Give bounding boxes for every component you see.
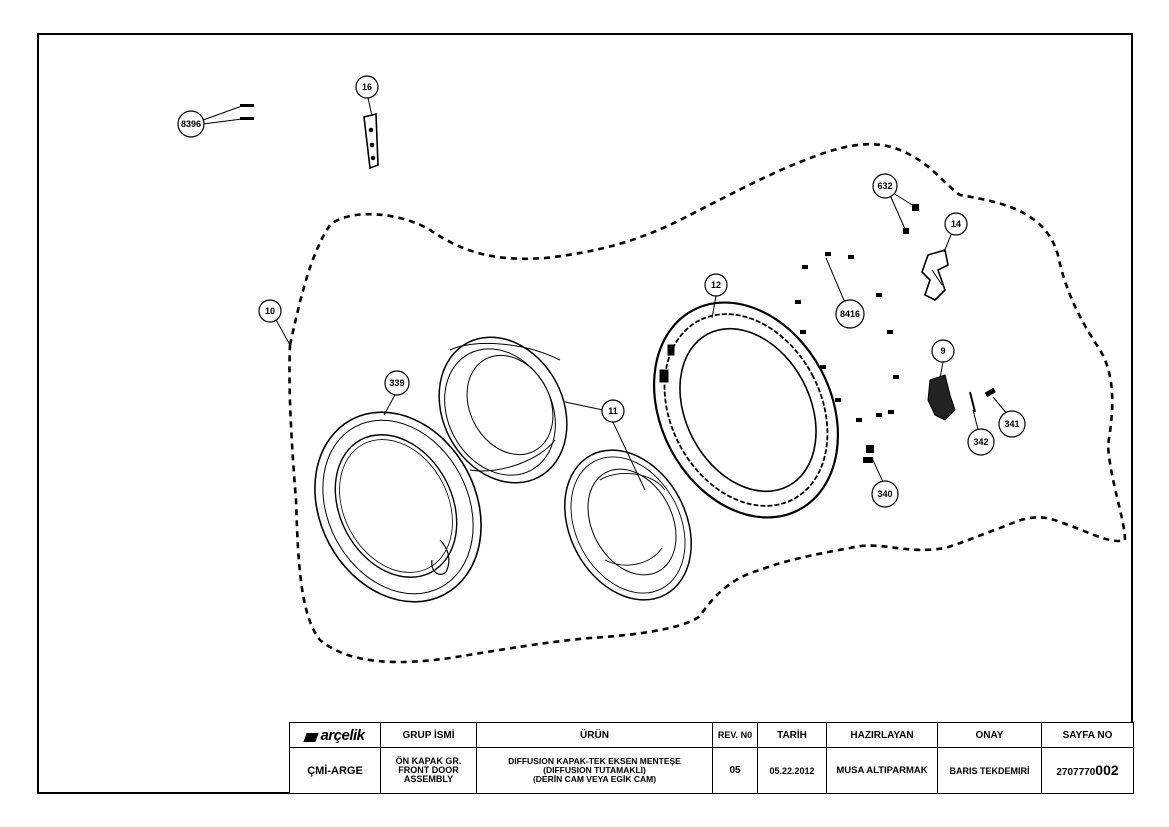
- callout-12: 12: [704, 273, 728, 297]
- callout-632: 632: [872, 173, 898, 199]
- header-product: ÜRÜN: [476, 721, 713, 749]
- header-group: GRUP İSMİ: [380, 721, 477, 749]
- leader-339: [383, 392, 397, 416]
- part-12-inner-frame: [652, 301, 840, 519]
- leader-12: [711, 295, 717, 319]
- leader-632: [889, 192, 915, 230]
- part-16-bracket: [363, 112, 379, 170]
- svg-text:341: 341: [1004, 419, 1019, 429]
- group-line-1: ÖN KAPAK GR.: [395, 756, 462, 767]
- date-value: 05.22.2012: [757, 747, 827, 794]
- screws-8416: [795, 252, 899, 422]
- header-date: TARİH: [757, 721, 827, 749]
- svg-text:12: 12: [711, 280, 721, 290]
- part-340-clip: [863, 445, 874, 463]
- leader-9: [939, 361, 944, 379]
- leader-8416: [825, 257, 847, 306]
- part-11-inner-glass: [438, 336, 568, 484]
- callout-341: 341: [998, 410, 1026, 438]
- svg-text:340: 340: [877, 489, 892, 499]
- leader-16: [367, 97, 373, 117]
- group-line-3: ASSEMBLY: [403, 774, 454, 785]
- header-approval: ONAY: [937, 721, 1042, 749]
- callout-16: 16: [355, 75, 379, 99]
- part-14-hinge: [921, 248, 949, 301]
- leader-11: [564, 401, 646, 491]
- header-rev: REV. N0: [712, 721, 758, 749]
- rev-value: 05: [712, 747, 758, 794]
- callout-340: 340: [871, 480, 899, 508]
- sheet-value: 2707770002: [1041, 747, 1134, 794]
- group-line-2: FRONT DOOR: [398, 765, 459, 776]
- part-8396-screws: [240, 104, 254, 120]
- svg-text:8416: 8416: [840, 309, 860, 319]
- group-value: ÖN KAPAK GR. FRONT DOOR ASSEMBLY: [380, 747, 477, 794]
- svg-text:16: 16: [362, 82, 372, 92]
- product-line-3: (DERİN CAM VEYA EGİK CAM): [532, 774, 657, 785]
- callout-8396: 8396: [177, 110, 205, 138]
- part-632-nuts: [903, 204, 919, 234]
- callout-11: 11: [601, 399, 625, 423]
- callout-9: 9: [931, 339, 955, 363]
- prepared-value: MUSA ALTIPARMAK: [826, 747, 938, 794]
- header-sheet: SAYFA NO: [1041, 721, 1134, 749]
- leader-340: [871, 457, 884, 483]
- callout-10: 10: [258, 299, 282, 323]
- sheet-number: 002: [1095, 761, 1119, 778]
- leader-341: [992, 396, 1009, 416]
- sheet-prefix: 2707770: [1056, 766, 1096, 778]
- part-339-door-frame: [314, 411, 482, 603]
- svg-text:14: 14: [951, 219, 961, 229]
- product-line-1: DIFFUSION KAPAK-TEK EKSEN MENTEŞE: [508, 756, 681, 767]
- department-value: ÇMİ-ARGE: [289, 747, 381, 794]
- company-logo: arçelik: [289, 721, 381, 749]
- part-11-outer-glass: [564, 449, 692, 601]
- part-9-handle: [927, 374, 956, 421]
- svg-text:632: 632: [877, 181, 892, 191]
- svg-text:8396: 8396: [181, 119, 201, 129]
- callout-339: 339: [384, 370, 410, 396]
- assembly-boundary: [288, 142, 1127, 664]
- leader-10: [274, 317, 291, 346]
- part-342-pin: [969, 391, 976, 413]
- product-line-2: (DIFFUSION TUTAMAKLI): [543, 765, 646, 776]
- callout-8416: 8416: [835, 299, 865, 329]
- svg-text:9: 9: [940, 346, 945, 356]
- logo-mark: [303, 732, 320, 742]
- svg-text:10: 10: [265, 306, 275, 316]
- title-block: arçelik GRUP İSMİ ÜRÜN REV. N0 TARİH HAZ…: [289, 721, 1134, 794]
- header-prepared: HAZIRLAYAN: [826, 721, 938, 749]
- leader-8396: [202, 105, 243, 125]
- svg-text:11: 11: [608, 406, 618, 416]
- callout-342: 342: [967, 428, 995, 456]
- svg-text:339: 339: [389, 378, 404, 388]
- part-341-spring: [984, 387, 996, 398]
- product-value: DIFFUSION KAPAK-TEK EKSEN MENTEŞE (DIFFU…: [476, 747, 713, 794]
- callout-14: 14: [944, 212, 968, 236]
- svg-text:342: 342: [973, 437, 988, 447]
- approval-value: BARIS TEKDEMIRİ: [937, 747, 1042, 794]
